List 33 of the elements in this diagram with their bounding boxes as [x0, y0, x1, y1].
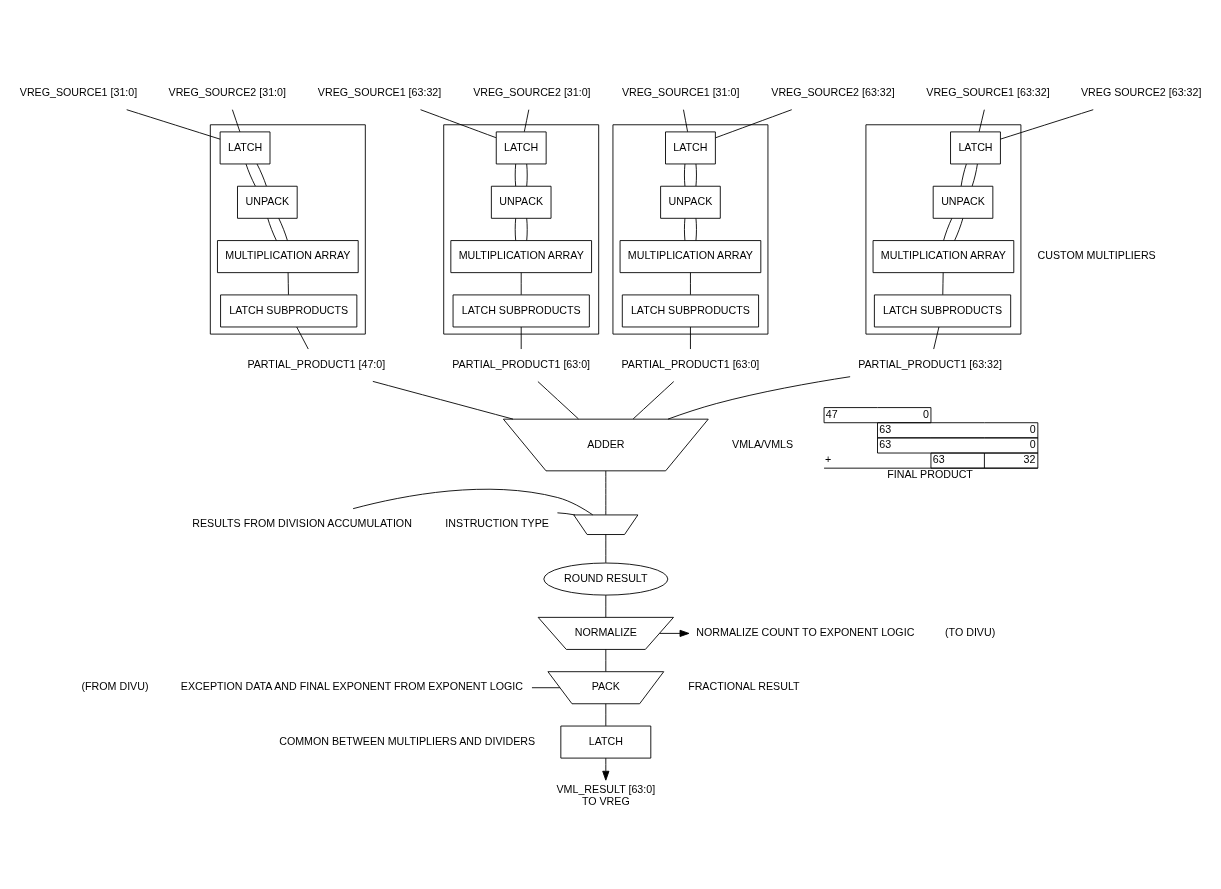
label: VMLA/VMLS — [732, 437, 794, 450]
label: + — [824, 452, 832, 465]
node-text: VREG_SOURCE1 [63:32] — [317, 85, 442, 98]
node-text: PARTIAL_PRODUCT1 [47:0] — [247, 357, 386, 370]
node-text: VREG_SOURCE2 [31:0] — [168, 85, 286, 98]
node-text: RESULTS FROM DIVISION ACCUMULATION — [192, 516, 412, 529]
node-text: INSTRUCTION TYPE — [445, 516, 549, 529]
node-text: VREG SOURCE2 [63:32] — [1080, 85, 1202, 98]
node-text: VREG_SOURCE2 [31:0] — [473, 85, 591, 98]
label: (TO DIVU) — [945, 625, 996, 638]
label: CUSTOM MULTIPLIERS — [1037, 248, 1156, 261]
node-text: VREG_SOURCE1 [31:0] — [19, 85, 138, 98]
label: 0 — [1029, 422, 1036, 435]
node-text: VREG_SOURCE1 [63:32] — [926, 85, 1050, 98]
node-text: VREG_SOURCE2 [63:32] — [771, 85, 895, 98]
label: 32 — [1023, 452, 1036, 465]
label: 0 — [922, 407, 929, 420]
node-text: VML_RESULT [63:0] TO VREG — [556, 782, 656, 807]
label: FRACTIONAL RESULT — [688, 679, 800, 692]
label: FINAL PRODUCT — [887, 467, 973, 480]
node-text: PARTIAL_PRODUCT1 [63:0] — [621, 357, 760, 370]
label: 63 — [879, 422, 892, 435]
node-text: EXCEPTION DATA AND FINAL EXPONENT FROM EXPONENT LOGIC — [180, 679, 524, 692]
label: 47 — [825, 407, 838, 420]
label: COMMON BETWEEN MULTIPLIERS AND DIVIDERS — [279, 734, 536, 747]
label: 0 — [1029, 437, 1036, 450]
node-text: PARTIAL_PRODUCT1 [63:32] — [858, 357, 1002, 370]
label: 63 — [932, 452, 945, 465]
node-text: VREG_SOURCE1 [31:0] — [621, 85, 740, 98]
node-text: NORMALIZE COUNT TO EXPONENT LOGIC — [696, 625, 915, 638]
label: 63 — [879, 437, 892, 450]
label: (FROM DIVU) — [81, 679, 149, 692]
node-text: PARTIAL_PRODUCT1 [63:0] — [452, 357, 591, 370]
